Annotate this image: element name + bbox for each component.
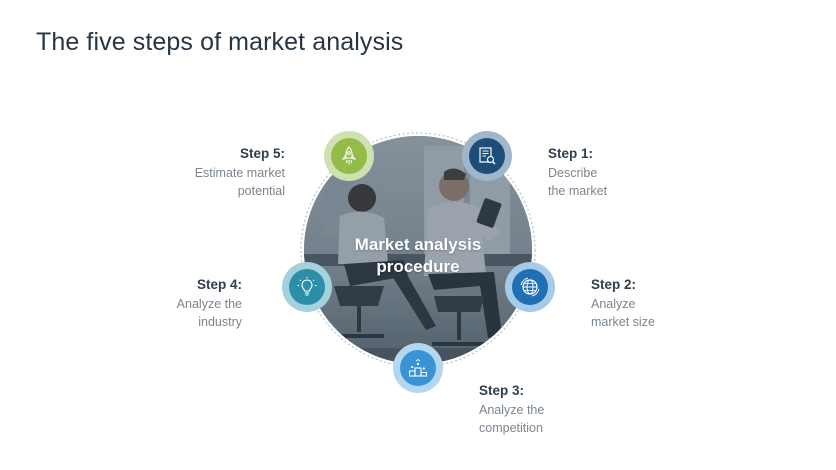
step-5-text: Step 5: Estimate market potential — [195, 145, 285, 201]
center-label-line2: procedure — [376, 257, 460, 276]
step-4-text: Step 4: Analyze the industry — [177, 276, 242, 332]
step-2-title: Step 2: — [591, 277, 637, 292]
step-4-line-1: Analyze the — [176, 296, 242, 311]
orbit-ring — [300, 132, 536, 368]
step-1-text: Step 1: Describe the market — [548, 145, 607, 201]
step-4-node — [282, 262, 332, 312]
step-1-title: Step 1: — [548, 146, 594, 161]
step-3-line-2: competition — [479, 421, 543, 435]
step-2-node-inner — [512, 269, 548, 305]
step-5-line-1: Estimate market — [194, 165, 285, 180]
step-2-line-2: market size — [591, 315, 655, 329]
rocket-icon — [341, 146, 357, 165]
step-1-node — [462, 131, 512, 181]
step-3-node — [393, 343, 443, 393]
step-3-text: Step 3: Analyze the competition — [479, 382, 544, 438]
step-1-line-1: Describe — [548, 165, 598, 180]
step-3-line-1: Analyze the — [479, 402, 545, 417]
step-5-title: Step 5: — [239, 146, 285, 161]
slide-title: The five steps of market analysis — [36, 28, 404, 56]
step-1-line-2: the market — [548, 184, 608, 198]
step-5-line-2: potential — [237, 184, 285, 198]
step-2-text: Step 2: Analyze market size — [591, 276, 655, 332]
lightbulb-icon — [297, 276, 317, 296]
step-5-node — [324, 131, 374, 181]
document-search-icon — [479, 147, 496, 165]
step-4-title: Step 4: — [196, 277, 242, 292]
step-4-line-2: industry — [198, 315, 242, 329]
step-3-node-inner — [400, 350, 436, 386]
step-1-node-inner — [469, 138, 505, 174]
podium-icon — [408, 358, 428, 377]
center-label: Market analysis procedure — [304, 234, 532, 278]
step-4-node-inner — [289, 269, 325, 305]
center-label-line1: Market analysis — [354, 235, 482, 254]
step-3-title: Step 3: — [479, 383, 525, 398]
step-2-node — [505, 262, 555, 312]
step-5-node-inner — [331, 138, 367, 174]
globe-icon — [520, 277, 540, 297]
step-2-line-1: Analyze — [591, 296, 636, 311]
